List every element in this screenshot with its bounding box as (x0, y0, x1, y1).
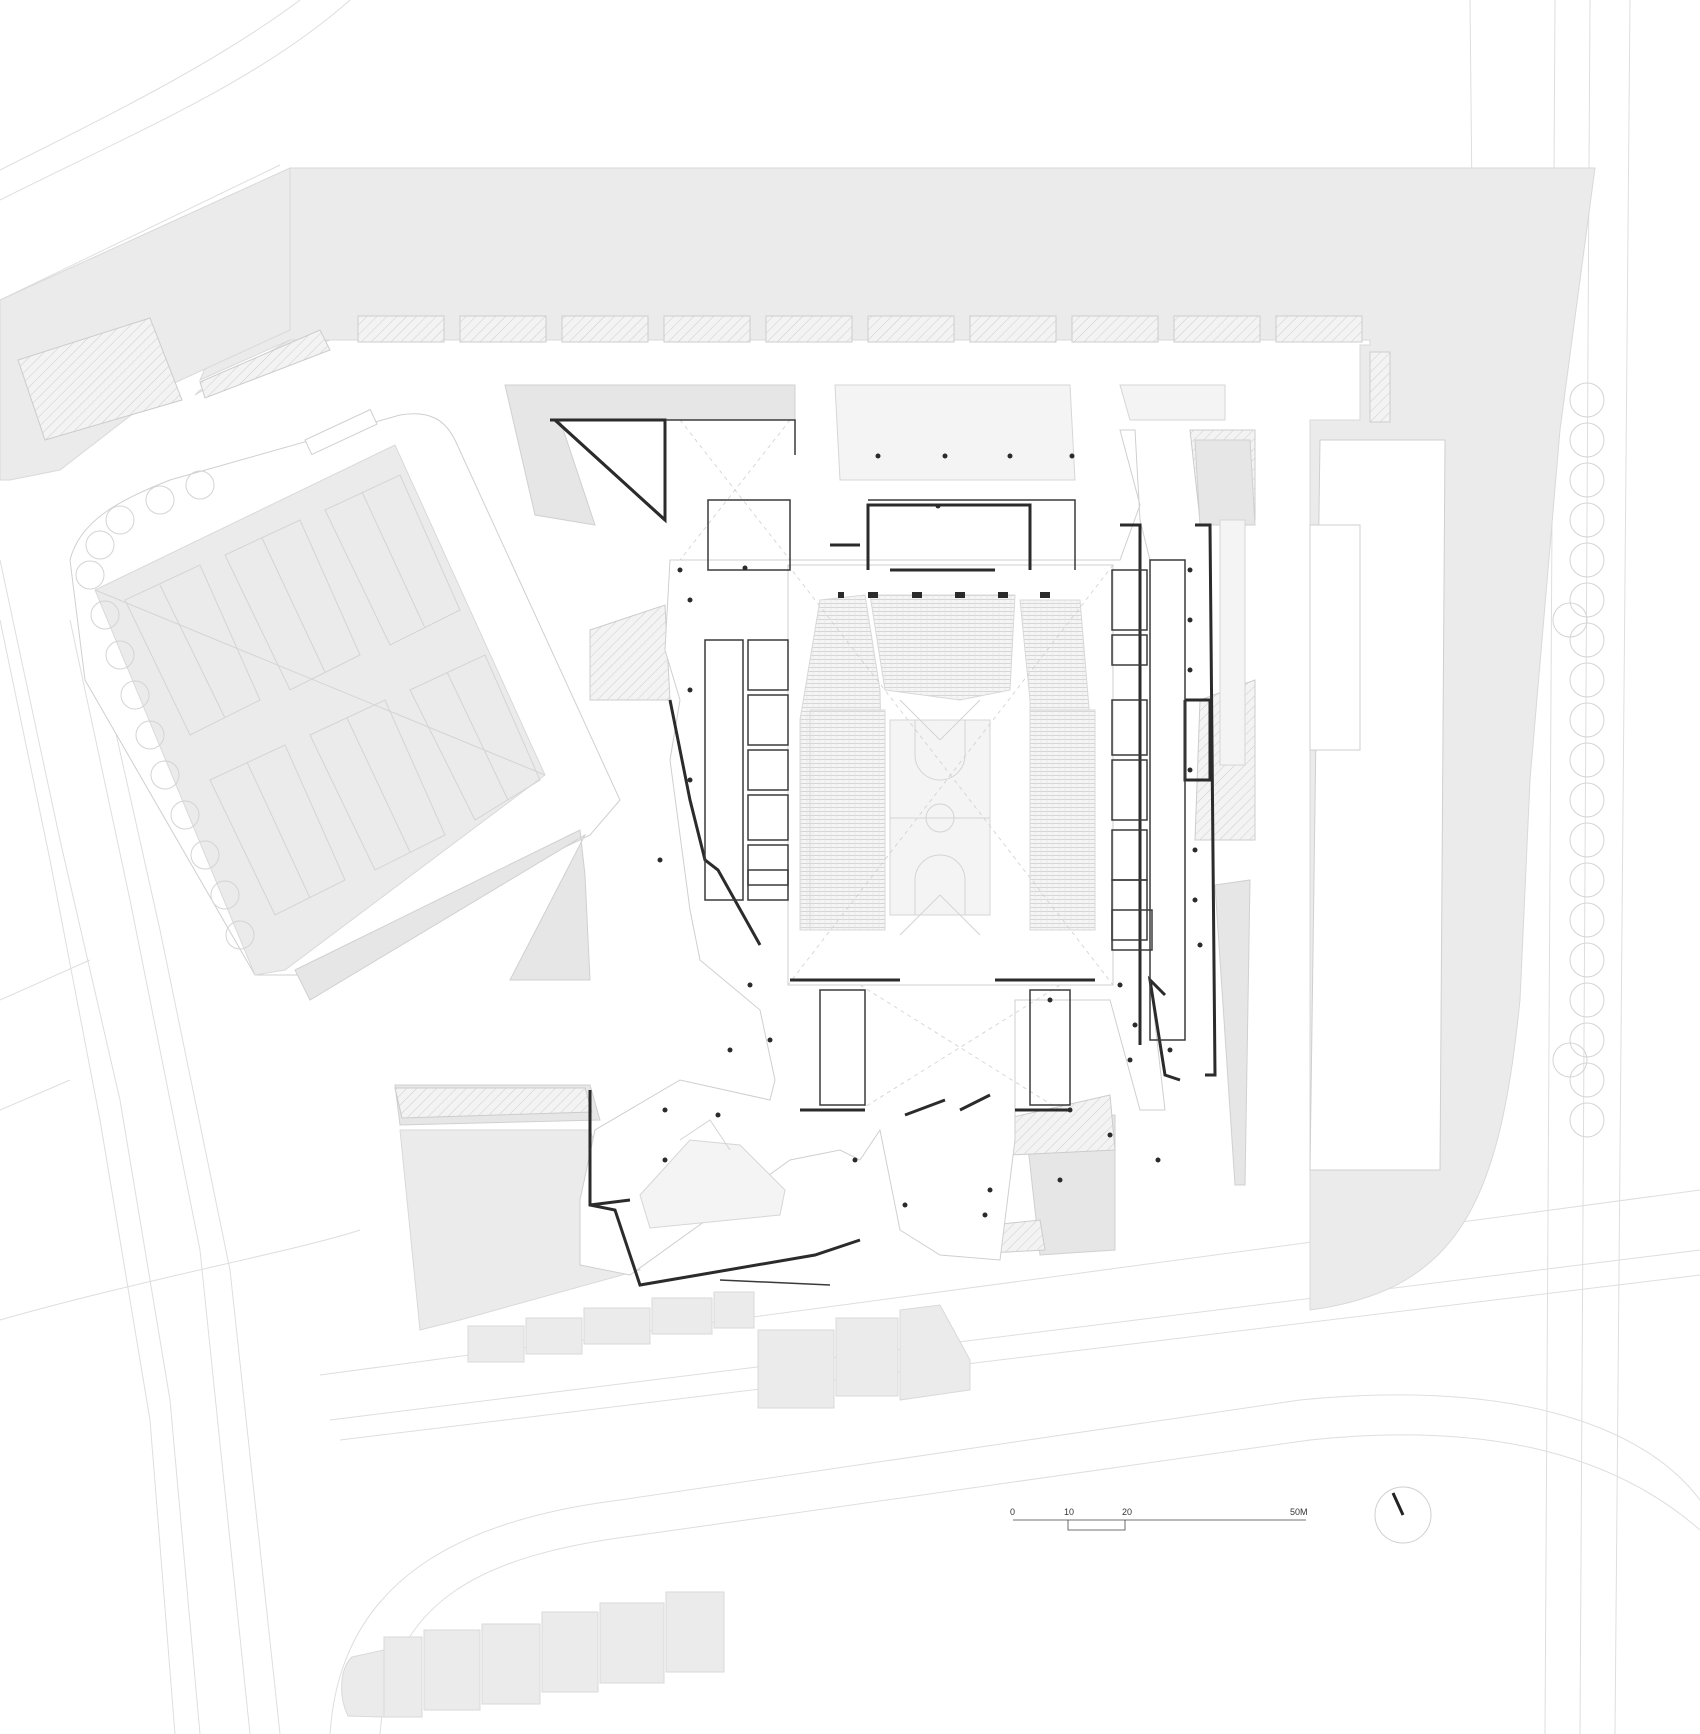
south-plaza (639, 1119, 786, 1229)
service-rooms (704, 499, 1186, 1106)
scale-bar: 0 10 20 50M (1010, 1507, 1308, 1531)
scale-label-50m: 50M (1290, 1507, 1308, 1517)
structural-columns (657, 453, 1203, 1218)
scale-label-10: 10 (1064, 1507, 1074, 1517)
parking-stalls-south (341, 1291, 971, 1718)
parking-row-north (17, 315, 1391, 441)
north-arrow-icon (1374, 1486, 1432, 1544)
tennis-courts (69, 408, 621, 976)
tree-row-east (1552, 382, 1605, 1138)
walls (550, 418, 1217, 1287)
scale-label-20: 20 (1122, 1507, 1132, 1517)
tree-row-west (75, 470, 255, 950)
building-envelope (579, 419, 1166, 1276)
scale-label-0: 0 (1010, 1507, 1015, 1517)
